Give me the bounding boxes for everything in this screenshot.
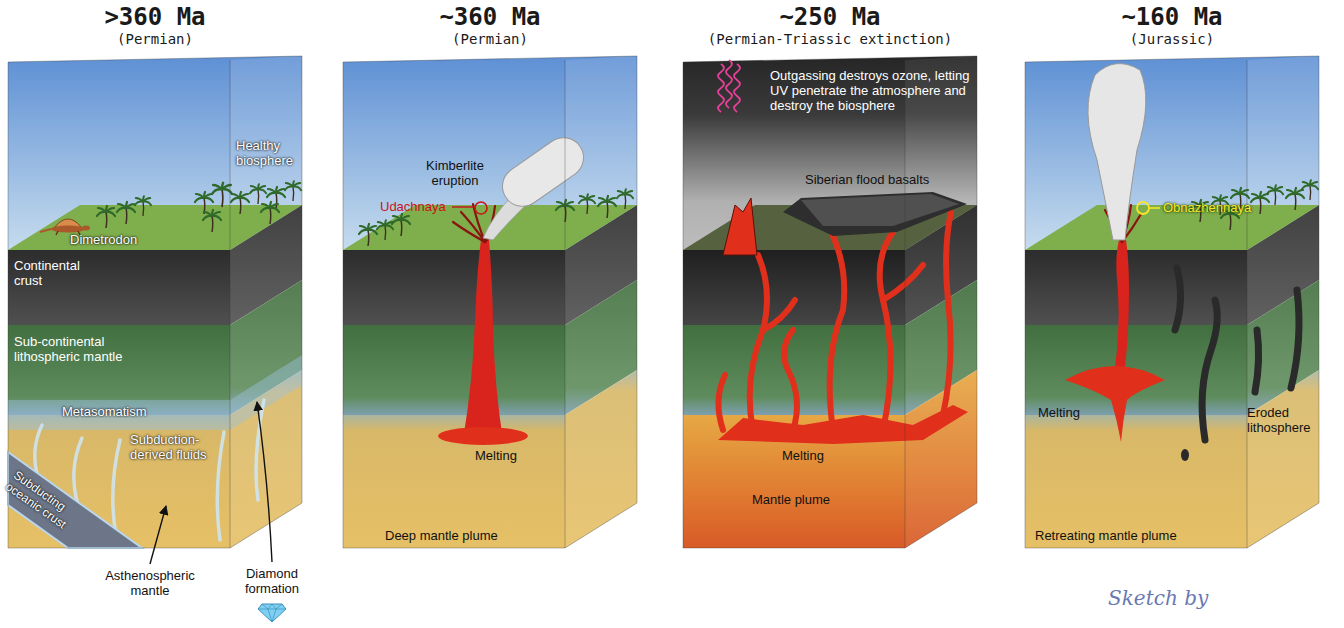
- layer-label: Sub-continental lithospheric mantle: [14, 334, 126, 364]
- label-anchor: Obnazhennaya: [1163, 200, 1251, 215]
- locality-label: Udachnaya: [380, 199, 446, 214]
- label-anchor: Siberian flood basalts: [805, 172, 929, 187]
- process-label: Diamond formation: [232, 566, 312, 596]
- period-subheading: (Permian-Triassic extinction): [683, 31, 977, 47]
- period-panel: ~360 Ma(Permian): [343, 4, 637, 554]
- period-subheading: (Jurassic): [1025, 31, 1319, 47]
- label-anchor: Healthy biosphere: [236, 138, 308, 168]
- layer-label: Eroded lithosphere: [1247, 405, 1325, 435]
- process-label: Subduction-derived fluids: [130, 432, 208, 462]
- label-anchor: Asthenospheric mantle: [95, 568, 205, 598]
- diamond-icon: [258, 604, 286, 622]
- label-anchor: Melting: [782, 448, 824, 463]
- label-anchor: Subduction-derived fluids: [130, 432, 208, 462]
- leader-line: [452, 206, 475, 207]
- label-anchor: Eroded lithosphere: [1247, 405, 1325, 435]
- locality-marker: [1137, 202, 1149, 214]
- feature-label: Siberian flood basalts: [805, 172, 929, 187]
- note-label: Outgassing destroys ozone, letting UV pe…: [770, 68, 975, 113]
- period-heading: >360 Ma: [8, 4, 302, 31]
- label-anchor: Metasomatism: [62, 404, 147, 419]
- period-heading: ~360 Ma: [343, 4, 637, 31]
- process-label: Metasomatism: [62, 404, 147, 419]
- label-anchor: Deep mantle plume: [385, 528, 498, 543]
- leader-line: [1149, 207, 1160, 209]
- period-heading: ~250 Ma: [683, 4, 977, 31]
- animal-label: Dimetrodon: [70, 232, 137, 247]
- label-anchor: Retreating mantle plume: [1035, 528, 1177, 543]
- pointer-arrow: [257, 402, 272, 562]
- label-anchor: Diamond formation: [232, 566, 312, 596]
- label-anchor: Sub-continental lithospheric mantle: [14, 334, 126, 364]
- label-anchor: Outgassing destroys ozone, letting UV pe…: [770, 68, 975, 113]
- biosphere-label: Healthy biosphere: [236, 138, 308, 168]
- process-label: Melting: [1038, 405, 1080, 420]
- period-subheading: (Permian): [343, 31, 637, 47]
- label-anchor: Udachnaya: [380, 199, 446, 214]
- layer-label: Deep mantle plume: [385, 528, 498, 543]
- period-heading: ~160 Ma: [1025, 4, 1319, 31]
- layer-label: Mantle plume: [752, 492, 830, 507]
- period-panel: >360 Ma(Permian): [8, 4, 302, 554]
- locality-label: Obnazhennaya: [1163, 200, 1251, 215]
- layer-label: Continental crust: [14, 258, 96, 288]
- label-anchor: Subducting oceanic crust: [3, 468, 94, 544]
- label-anchor: Sketch by: [1108, 586, 1208, 610]
- period-panel: ~160 Ma(Jurassic): [1025, 4, 1319, 554]
- process-label: Melting: [782, 448, 824, 463]
- slab-label: Subducting oceanic crust: [3, 468, 94, 544]
- layer-label: Asthenospheric mantle: [95, 568, 205, 598]
- event-label: Kimberlite eruption: [420, 158, 490, 188]
- period-subheading: (Permian): [8, 31, 302, 47]
- layer-label: Retreating mantle plume: [1035, 528, 1177, 543]
- label-anchor: Continental crust: [14, 258, 96, 288]
- locality-marker: [475, 202, 487, 214]
- label-anchor: Melting: [475, 448, 517, 463]
- signature: Sketch by: [1108, 586, 1208, 610]
- label-anchor: Kimberlite eruption: [420, 158, 490, 188]
- label-anchor: Melting: [1038, 405, 1080, 420]
- process-label: Melting: [475, 448, 517, 463]
- label-anchor: Dimetrodon: [70, 232, 137, 247]
- pointer-arrow: [150, 506, 166, 564]
- label-anchor: Mantle plume: [752, 492, 830, 507]
